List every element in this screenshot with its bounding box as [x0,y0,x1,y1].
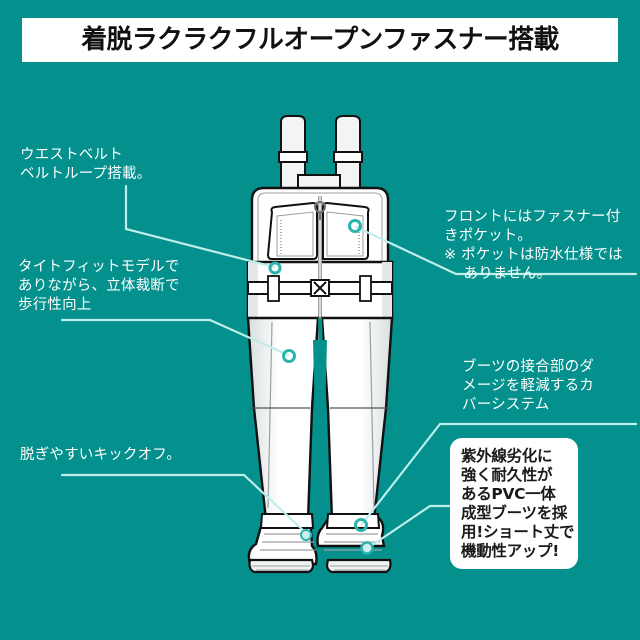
callout-waist-belt-label: ウエストベルト ベルトループ搭載。 [20,147,152,183]
waist-belt [247,275,393,302]
leader-tight-fit [60,318,290,357]
leader-kick-off [60,473,308,535]
callout-front-pocket-label: フロントにはファスナー付 きポケット。 ※ ポケットは防水仕様では ありません。 [444,209,623,283]
callout-tight-fit-label: タイトフィットモデルで ありながら、立体裁断で 歩行性向上 [18,259,180,314]
callout-pvc-boot-label: 紫外線劣化に 強く耐久性が あるPVC一体 成型ブーツを採 用!ショート丈で 機… [461,447,575,560]
legs [246,316,394,522]
leader-pvc-boot [366,504,452,550]
chest-pockets [266,201,370,260]
leader-front-pocket [354,225,638,276]
header-banner-text: 着脱ラクラクフルオープンファスナー搭載 [81,25,559,55]
header-banner: 着脱ラクラクフルオープンファスナー搭載 [22,18,618,62]
callout-pvc-boot-box: 紫外線劣化に 強く耐久性が あるPVC一体 成型ブーツを採 用!ショート丈で 機… [450,438,578,570]
leader-boot-cover [360,422,638,526]
callout-leader-lines [60,184,638,555]
leader-waist-belt [124,184,276,269]
waders-body [246,115,394,574]
callout-boot-cover-label: ブーツの接合部のダ メージを軽減するカ バーシステム [462,359,595,414]
callout-kick-off-label: 脱ぎやすいキックオフ。 [20,447,182,463]
